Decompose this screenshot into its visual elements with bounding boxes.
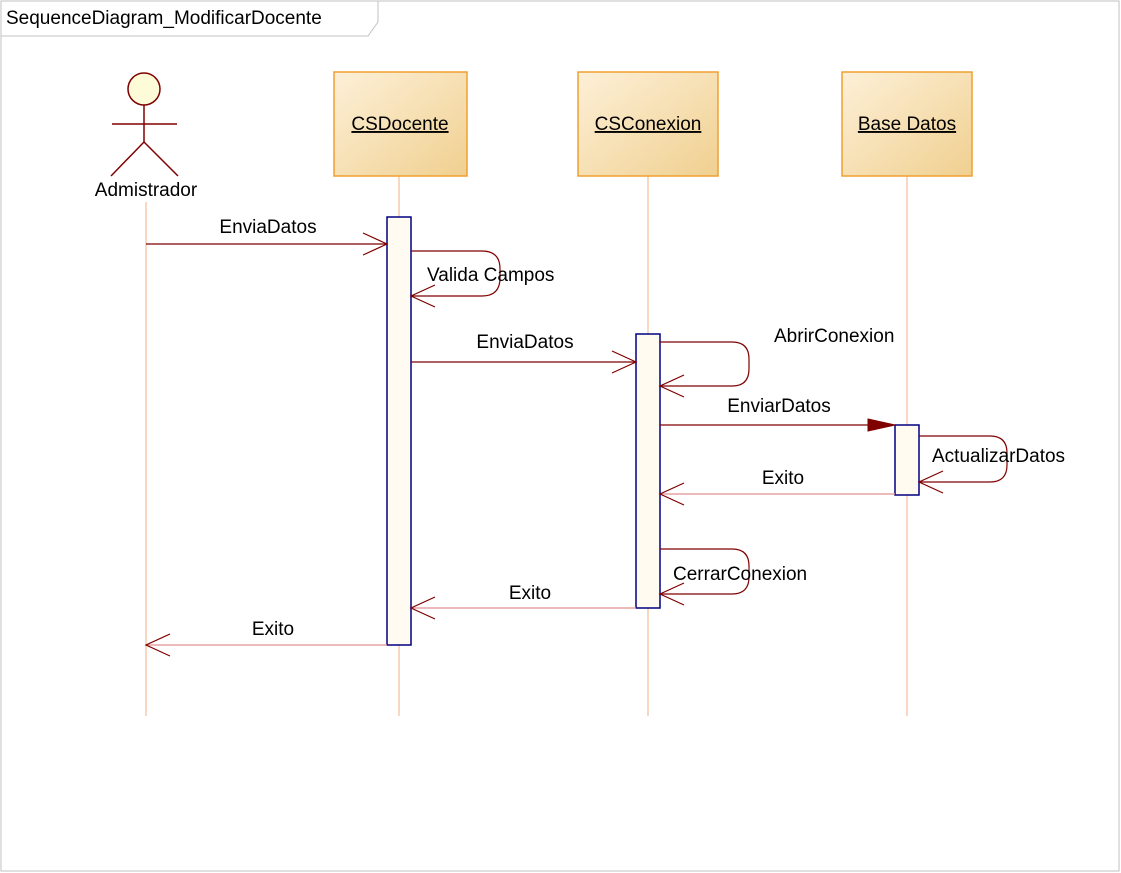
- message-label: Exito: [252, 619, 294, 640]
- participant-label: Base Datos: [858, 114, 956, 135]
- open-arrow-icon: [658, 374, 685, 398]
- filled-arrow-icon: [867, 418, 896, 432]
- actor-right-leg: [143, 141, 179, 177]
- message-label: CerrarConexion: [673, 564, 807, 585]
- message-label: AbrirConexion: [774, 326, 894, 347]
- activation-csdocente: [386, 216, 412, 646]
- message-enviardatos: EnviarDatos: [660, 396, 896, 432]
- message-abrirconexion: AbrirConexion: [658, 326, 894, 398]
- activation-csconexion: [635, 333, 661, 609]
- open-arrow-icon: [611, 350, 638, 374]
- message-label: Valida Campos: [427, 265, 554, 286]
- message-cerrarconexion: CerrarConexion: [658, 548, 807, 606]
- actor-label: Admistrador: [95, 180, 198, 201]
- participant-csdocente: CSDocente: [333, 71, 468, 177]
- open-arrow-icon: [658, 482, 685, 506]
- message-label: EnviarDatos: [727, 396, 831, 417]
- open-arrow-icon: [409, 284, 436, 308]
- open-arrow-icon: [658, 582, 685, 606]
- message-label: EnviaDatos: [476, 332, 573, 353]
- participant-box: [841, 71, 973, 177]
- open-arrow-icon: [362, 232, 389, 256]
- open-arrow-icon: [409, 596, 436, 620]
- message-enviadatos-2: EnviaDatos: [411, 332, 638, 374]
- message-label: Exito: [762, 468, 804, 489]
- message-actualizardatos: ActualizarDatos: [917, 435, 1065, 494]
- frame-title: SequenceDiagram_ModificarDocente: [6, 8, 322, 29]
- open-arrow-icon: [917, 470, 944, 494]
- actor-head: [127, 72, 161, 106]
- participant-box: [333, 71, 468, 177]
- open-arrow-icon: [144, 633, 171, 657]
- message-label: EnviaDatos: [219, 217, 316, 238]
- message-enviadatos-1: EnviaDatos: [146, 217, 389, 256]
- message-label: Exito: [509, 583, 551, 604]
- participant-label: CSConexion: [595, 114, 702, 135]
- actor-left-leg: [110, 141, 145, 177]
- activation-base-datos: [894, 424, 920, 496]
- participant-base-datos: Base Datos: [841, 71, 973, 177]
- participant-csconexion: CSConexion: [577, 71, 719, 177]
- participant-box: [577, 71, 719, 177]
- message-valida-campos: Valida Campos: [409, 250, 554, 308]
- frame-title-tab: [0, 0, 379, 37]
- message-exito-2: Exito: [409, 583, 636, 620]
- message-label: ActualizarDatos: [932, 446, 1065, 467]
- participant-label: CSDocente: [351, 114, 448, 135]
- actor-admistrador: Admistrador: [95, 72, 198, 201]
- message-exito-3: Exito: [144, 619, 387, 657]
- message-exito-1: Exito: [658, 468, 895, 506]
